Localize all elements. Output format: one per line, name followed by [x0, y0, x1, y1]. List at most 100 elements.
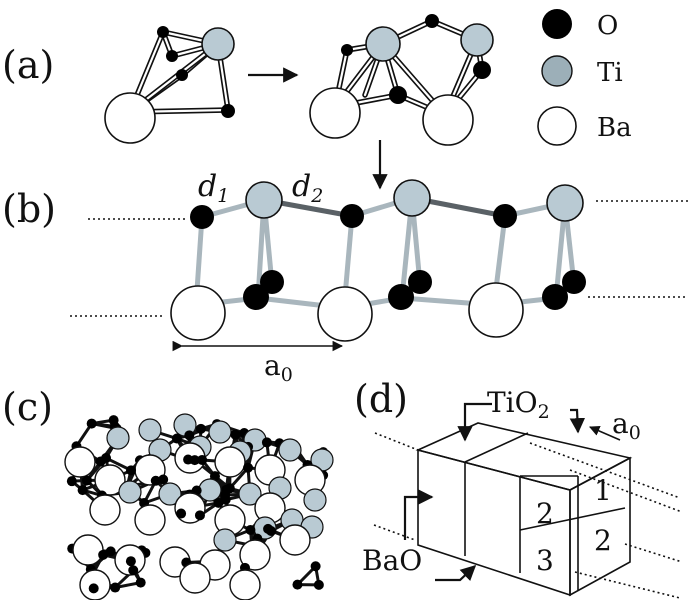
o-atom: [562, 270, 586, 294]
o-atom: [243, 462, 254, 473]
o-atom: [105, 546, 116, 557]
o-atom: [81, 475, 92, 486]
d2-label: d2: [292, 169, 323, 207]
ti-atom: [393, 179, 431, 217]
o-atom: [98, 549, 109, 560]
bao-arrow-down: [435, 564, 477, 582]
o-atom: [95, 456, 106, 467]
legend-ba-swatch: [537, 106, 577, 146]
o-atom: [493, 204, 517, 228]
panel-b-label: (b): [2, 187, 56, 231]
o-atom: [340, 204, 364, 228]
o-atom: [197, 454, 208, 465]
o-atom: [86, 418, 97, 429]
ba-atom: [309, 87, 361, 139]
ti-atom: [303, 488, 327, 512]
ti-atom: [245, 181, 283, 219]
o-atom: [157, 26, 169, 38]
ti-atom: [460, 23, 494, 57]
o-atom: [266, 525, 277, 536]
ti-atom: [208, 420, 232, 444]
ti-atom: [213, 528, 237, 552]
o-atom: [194, 510, 205, 521]
o-atom: [190, 205, 214, 229]
ti-atom: [106, 426, 130, 450]
ba-atom: [239, 539, 271, 571]
ti-atom: [365, 26, 401, 62]
o-atom: [171, 433, 182, 444]
ti-atom: [198, 478, 222, 502]
o-atom: [88, 583, 99, 594]
ti-atom: [118, 480, 142, 504]
ba-atom: [468, 282, 524, 338]
o-atom: [310, 561, 321, 572]
o-atom: [341, 44, 353, 56]
chain-structure: [70, 179, 690, 342]
o-atom: [313, 579, 324, 590]
o-atom: [230, 429, 241, 440]
ba-atom: [72, 534, 104, 566]
ba-atom: [422, 94, 474, 146]
ba-atom: [134, 504, 166, 536]
a0-arrow-d: [589, 425, 621, 441]
d1-label: d1: [198, 169, 229, 207]
cell-label: 2: [594, 524, 612, 557]
o-atom: [243, 284, 269, 310]
o-atom: [189, 455, 200, 466]
o-atom: [408, 270, 432, 294]
o-atom: [66, 476, 77, 487]
o-atom: [176, 508, 187, 519]
o-atom: [388, 284, 414, 310]
ti-atom: [546, 184, 584, 222]
ba-atom: [214, 446, 246, 478]
legend-o-swatch: [542, 9, 572, 39]
ti-atom: [278, 438, 302, 462]
ba-atom: [64, 446, 96, 478]
panel-a-label: (a): [2, 43, 54, 87]
o-atom: [184, 430, 195, 441]
o-atom: [77, 485, 88, 496]
ba-atom: [179, 562, 211, 594]
ba-atom: [170, 285, 226, 341]
layer-cube: 2 1 3 2: [373, 422, 683, 599]
o-atom: [292, 579, 303, 590]
ba-atom: [317, 286, 373, 342]
o-atom: [158, 474, 169, 485]
tio2-arrow-left: [457, 402, 492, 442]
legend-ti-label: Ti: [597, 58, 623, 88]
o-atom: [389, 86, 407, 104]
legend-ba-label: Ba: [597, 113, 632, 143]
a0-label-b: a0: [264, 349, 293, 386]
cell-label: 2: [536, 497, 554, 530]
ba-atom: [89, 494, 121, 526]
o-atom: [245, 524, 256, 535]
o-atom: [473, 61, 491, 79]
ba-atom: [279, 524, 311, 556]
o-atom: [195, 423, 206, 434]
o-atom: [425, 14, 439, 28]
o-atom: [213, 497, 224, 508]
bao-label: BaO: [362, 544, 422, 577]
ti-atom: [138, 418, 162, 442]
o-atom: [126, 465, 137, 476]
cluster-small: [104, 26, 235, 144]
o-atom: [110, 582, 121, 593]
cell-label: 1: [594, 474, 612, 507]
legend-o-label: O: [597, 11, 618, 41]
cell-label: 3: [536, 544, 554, 577]
tio2-label: TiO2: [487, 386, 550, 423]
ba-atom: [104, 92, 156, 144]
tio2-arrow-right: [569, 408, 586, 434]
ba-atom: [94, 464, 126, 496]
o-atom: [221, 104, 235, 118]
ti-atom: [158, 482, 182, 506]
o-atom: [261, 437, 272, 448]
ti-atom: [201, 27, 235, 61]
nanocluster: [64, 413, 334, 600]
ti-atom: [238, 482, 262, 506]
o-atom: [135, 577, 146, 588]
o-atom: [176, 69, 188, 81]
legend-ti-swatch: [541, 55, 573, 87]
o-atom: [542, 284, 568, 310]
